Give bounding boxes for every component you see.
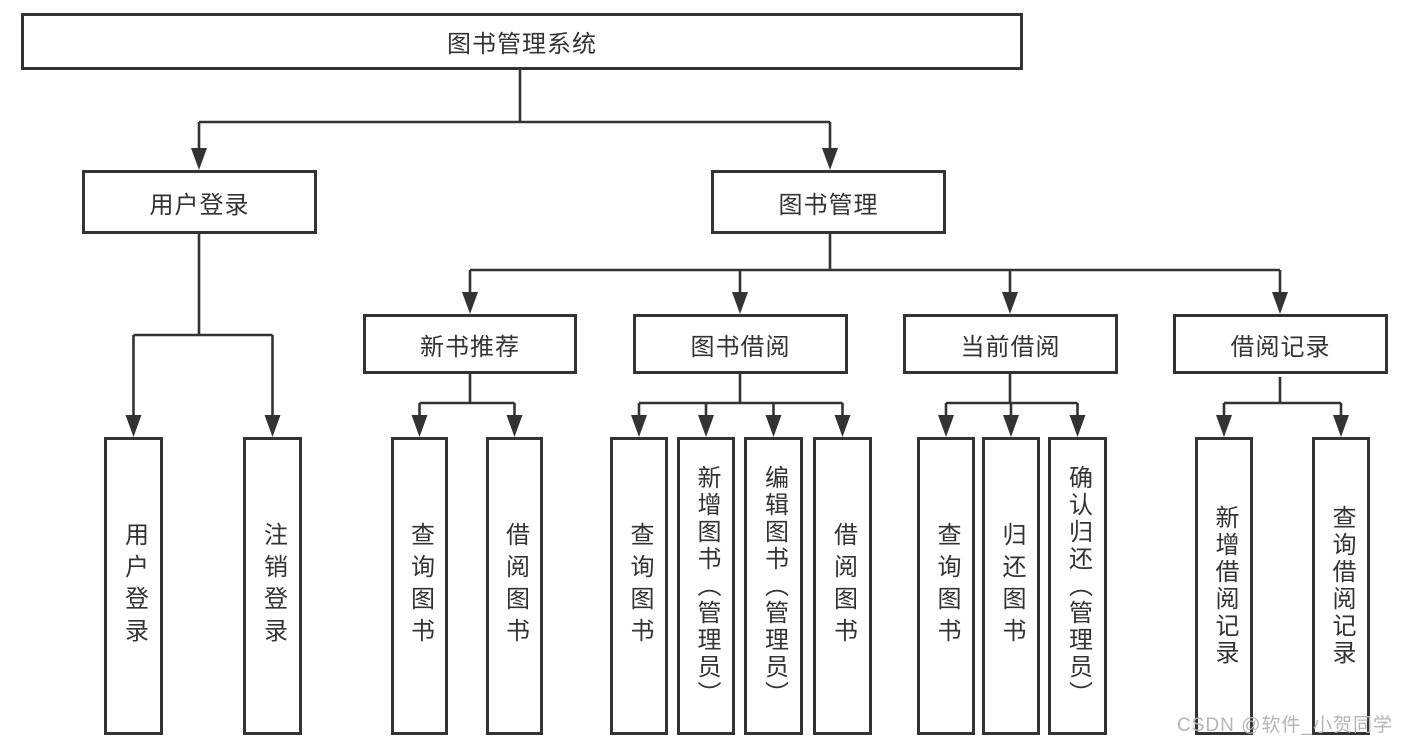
node-label: 归还图书 (998, 522, 1025, 650)
node-new-book-recommendation: 新书推荐 (363, 314, 577, 374)
node-book-management: 图书管理 (711, 170, 946, 234)
node-label: 新书推荐 (420, 333, 520, 361)
node-label: 图书借阅 (690, 333, 791, 361)
node-book-borrowing: 图书借阅 (633, 314, 848, 374)
leaf-borrowing-borrow-books: 借阅图书 (813, 437, 872, 735)
node-label: 编辑图书（管理员） (760, 464, 788, 708)
leaf-query-borrow-record: 查询借阅记录 (1312, 437, 1370, 735)
leaf-logout: 注销登录 (243, 437, 302, 735)
node-label: 图书管理系统 (447, 31, 597, 58)
csdn-watermark: CSDN @软件_小贺同学 (1177, 715, 1393, 736)
leaf-add-borrow-record: 新增借阅记录 (1195, 437, 1253, 735)
node-current-borrowing: 当前借阅 (903, 314, 1118, 374)
node-label: 用户登录 (149, 191, 250, 219)
node-label: 确认归还（管理员） (1064, 464, 1092, 708)
node-label: 用户登录 (120, 522, 148, 650)
leaf-add-book-admin: 新增图书（管理员） (677, 437, 735, 735)
node-label: 借阅记录 (1230, 333, 1331, 361)
node-library-management-system: 图书管理系统 (21, 13, 1023, 70)
node-label: 新增图书（管理员） (693, 464, 720, 708)
leaf-edit-book-admin: 编辑图书（管理员） (744, 437, 803, 735)
leaf-recommend-query-books: 查询图书 (391, 437, 448, 735)
node-label: 借阅图书 (829, 522, 857, 650)
node-label: 新增借阅记录 (1211, 505, 1238, 667)
node-label: 图书管理 (778, 191, 879, 219)
leaf-recommend-borrow-books: 借阅图书 (486, 437, 543, 735)
leaf-borrowing-query-books: 查询图书 (610, 437, 668, 735)
node-label: 查询图书 (933, 522, 960, 650)
node-user-login: 用户登录 (82, 170, 317, 234)
leaf-current-query-books: 查询图书 (917, 437, 975, 735)
leaf-user-login: 用户登录 (104, 437, 163, 735)
node-label: 当前借阅 (960, 333, 1061, 361)
node-label: 借阅图书 (501, 522, 529, 650)
leaf-confirm-return-admin: 确认归还（管理员） (1048, 437, 1107, 735)
node-label: 查询借阅记录 (1328, 505, 1355, 667)
node-borrowing-records: 借阅记录 (1173, 314, 1388, 374)
leaf-return-book: 归还图书 (982, 437, 1040, 735)
node-label: 注销登录 (259, 522, 287, 650)
node-label: 查询图书 (406, 522, 434, 650)
node-label: 查询图书 (626, 522, 653, 650)
